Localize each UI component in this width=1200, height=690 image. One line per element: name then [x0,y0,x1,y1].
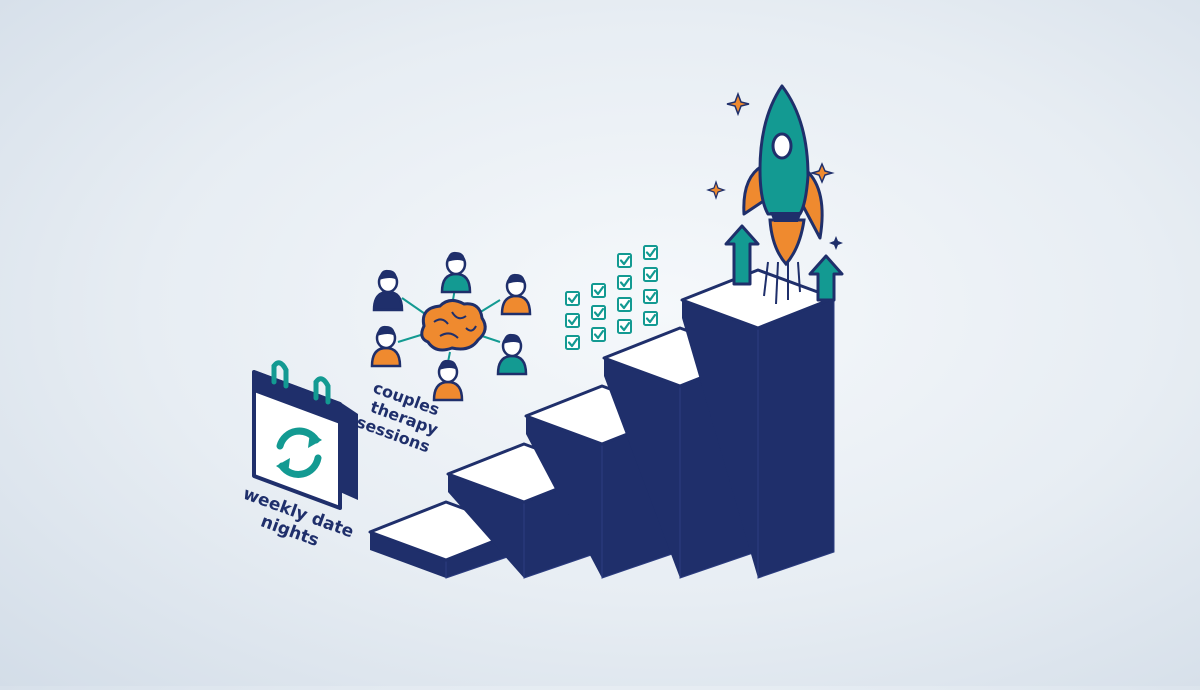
checkbox-checked-icon [565,313,580,328]
checkbox-checked-icon [617,297,632,312]
checkbox-checked-icon [565,335,580,350]
staircase [368,268,836,579]
thrust-lines [763,261,801,305]
person-icon [440,251,472,294]
person-icon [500,273,532,316]
checkbox-checked-icon [591,283,606,298]
step-front-face [526,416,602,578]
checkbox-checked-icon [591,327,606,342]
checkbox-checked-icon [591,305,606,320]
checkbox-checked-icon [643,267,658,282]
up-arrow-icon [808,254,844,302]
step-5 [680,268,836,579]
sparkle-icon [809,162,835,184]
step-front-face [682,300,758,578]
checkbox-checked-icon [643,245,658,260]
person-icon [372,269,404,312]
therapy-network-diagram [370,251,532,402]
calendar-refresh-icon [252,360,358,510]
person-icon [370,325,402,368]
sparkle-icon [726,91,750,117]
checkbox-checked-icon [617,275,632,290]
step-front-face [604,358,680,578]
person-icon [496,333,528,376]
rocket-window [771,132,793,160]
person-icon [432,359,464,402]
brain-icon [420,299,487,352]
people-group [370,251,532,402]
step-front-face [370,532,446,578]
step-front-face [448,474,524,578]
checklist-grid [565,245,658,350]
up-arrow-icon [724,224,760,286]
checkbox-checked-icon [565,291,580,306]
checkbox-checked-icon [643,289,658,304]
checkbox-checked-icon [617,319,632,334]
rocket-icon [706,84,843,305]
step-side-face [757,297,835,579]
sparkle-icon [829,236,843,250]
step-2 [446,442,602,579]
sparkle-icon [706,180,726,200]
checkbox-checked-icon [617,253,632,268]
couples-therapy-sessions-label: couples therapy sessions [354,378,442,456]
checkbox-checked-icon [643,311,658,326]
